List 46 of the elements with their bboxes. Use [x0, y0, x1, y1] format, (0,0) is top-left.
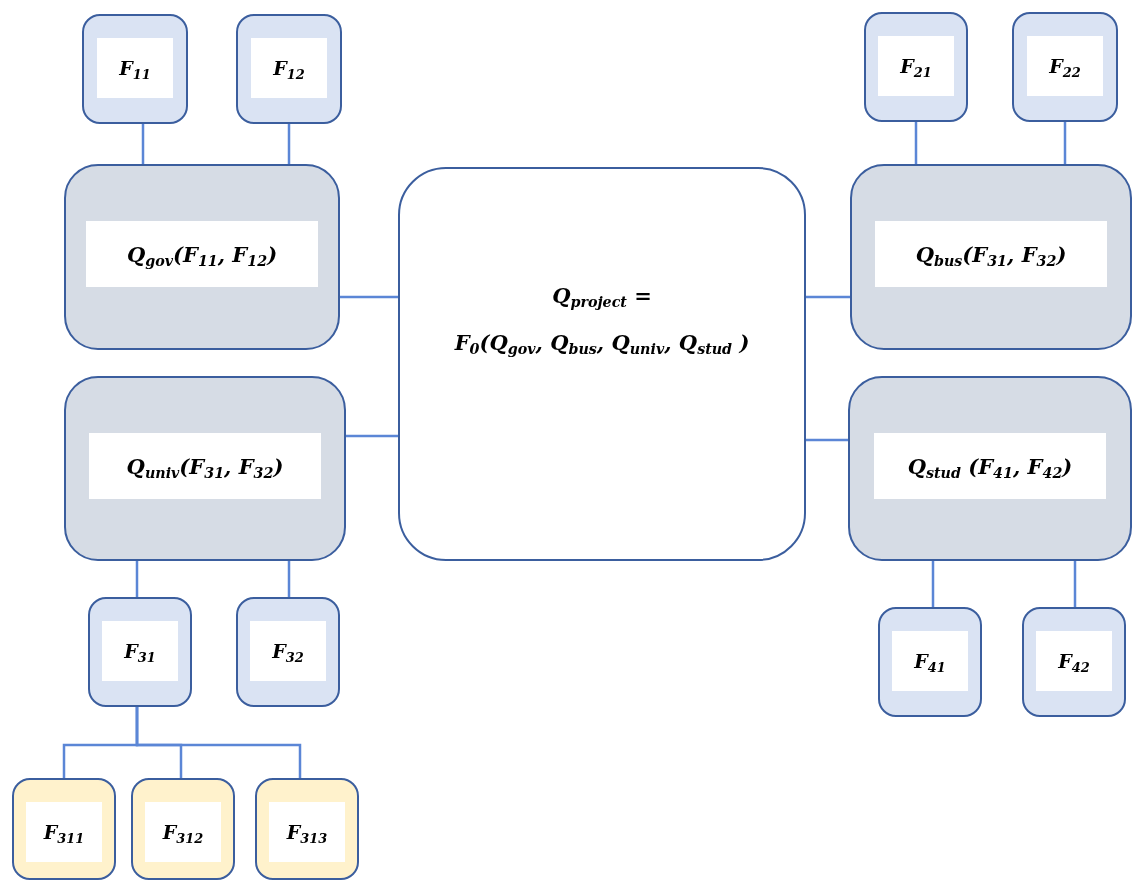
formula-label: F$_{311}$	[26, 802, 102, 862]
connector-line	[931, 561, 935, 607]
connector-line	[346, 434, 398, 438]
connector-line	[914, 122, 918, 164]
rounded-box	[131, 778, 235, 880]
connector-line	[340, 295, 398, 299]
formula-label: F$_{313}$	[269, 802, 345, 862]
formula-label: Q$_{univ}$(F$_{31}$, F$_{32}$)	[89, 433, 321, 499]
rounded-box	[850, 164, 1132, 350]
connector-line	[141, 124, 145, 164]
formula-label: F$_{0}$(Q$_{gov}$, Q$_{bus}$, Q$_{univ}$, Q$_{stud}$ )	[453, 330, 751, 355]
formula-label: F$_{41}$	[892, 631, 968, 691]
rounded-box	[64, 164, 340, 350]
connector-line	[135, 707, 302, 778]
connector-line	[806, 295, 850, 299]
formula-label: Q$_{gov}$(F$_{11}$, F$_{12}$)	[86, 221, 318, 287]
connector-line	[1073, 561, 1077, 607]
rounded-box	[236, 597, 340, 707]
rounded-box	[848, 376, 1132, 561]
rounded-box	[1022, 607, 1126, 717]
formula-label: F$_{21}$	[878, 36, 954, 96]
rounded-box	[236, 14, 342, 124]
rounded-box	[255, 778, 359, 880]
formula-label: F$_{32}$	[250, 621, 326, 681]
formula-label: F$_{12}$	[251, 38, 327, 98]
formula-label: F$_{11}$	[97, 38, 173, 98]
formula-label: Q$_{project}$ =	[551, 283, 653, 308]
formula-label: Q$_{bus}$(F$_{31}$, F$_{32}$)	[875, 221, 1107, 287]
formula-label: Q$_{stud}$ (F$_{41}$, F$_{42}$)	[874, 433, 1106, 499]
formula-label: F$_{22}$	[1027, 36, 1103, 96]
rounded-box	[878, 607, 982, 717]
formula-label: F$_{312}$	[145, 802, 221, 862]
connector-line	[135, 561, 139, 597]
connector-line	[806, 438, 848, 442]
connector-line	[1063, 122, 1067, 164]
connector-line	[287, 561, 291, 597]
rounded-box	[82, 14, 188, 124]
rounded-box	[88, 597, 192, 707]
formula-label: F$_{31}$	[102, 621, 178, 681]
rounded-box	[864, 12, 968, 122]
rounded-box	[12, 778, 116, 880]
rounded-box	[64, 376, 346, 561]
formula-label: F$_{42}$	[1036, 631, 1112, 691]
connector-line	[287, 124, 291, 164]
formula-box	[398, 167, 806, 561]
rounded-box	[1012, 12, 1118, 122]
